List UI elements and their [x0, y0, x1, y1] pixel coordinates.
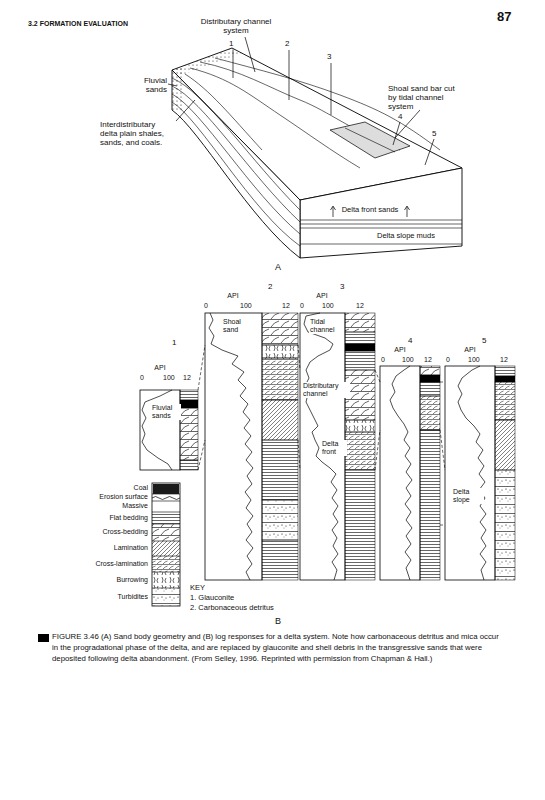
label: 0	[204, 302, 208, 310]
label: 2	[268, 282, 272, 291]
label: API	[394, 346, 405, 354]
legend-swatch	[153, 484, 179, 494]
label: Fluvial sands	[151, 404, 181, 420]
label: Delta slope muds	[376, 232, 436, 241]
label: 100	[163, 374, 175, 382]
label: API	[464, 346, 475, 354]
label: Fluvial sands	[127, 76, 167, 94]
label: 87	[497, 10, 511, 25]
legend-label: Turbidites	[118, 593, 148, 601]
legend-label: Burrowing	[116, 576, 148, 584]
label: 5	[432, 129, 436, 138]
label: 0	[300, 302, 304, 310]
label: 0	[446, 356, 450, 364]
label: Distributary channel system	[200, 17, 272, 35]
label: 4	[408, 336, 412, 345]
label: 4	[398, 112, 402, 121]
label: API	[227, 292, 238, 300]
legend-label: Flat bedding	[109, 514, 148, 522]
label: Distributary channel	[302, 382, 350, 398]
label: Shoal sand	[222, 318, 256, 334]
legend-label: Coal	[134, 484, 148, 492]
label: API	[316, 292, 327, 300]
label: 12	[500, 356, 508, 364]
label: 3.2 FORMATION EVALUATION	[28, 20, 128, 28]
label: 2. Carbonaceous detritus	[190, 604, 274, 613]
legend-label: Erosion surface	[99, 493, 148, 501]
label: 1. Glauconite	[190, 594, 234, 603]
label: 12	[282, 302, 290, 310]
label: 12	[183, 374, 191, 382]
label: Shoal sand bar cut by tidal channel syst…	[388, 84, 464, 112]
label: KEY	[190, 584, 205, 593]
label: Interdistributary delta plain shales, sa…	[100, 120, 174, 148]
figure-caption: FIGURE 3.46 (A) Sand body geometry and (…	[52, 632, 505, 665]
label: Delta front	[321, 440, 347, 456]
label: 3	[327, 52, 331, 61]
label: Delta front sands	[341, 206, 400, 215]
label: 0	[381, 356, 385, 364]
label: 100	[322, 302, 334, 310]
legend-label: Cross-bedding	[102, 528, 148, 536]
label: 1	[229, 39, 233, 48]
label: 5	[482, 336, 486, 345]
label: 12	[424, 356, 432, 364]
label: A	[275, 262, 281, 272]
label: 3	[340, 282, 344, 291]
label: 100	[402, 356, 414, 364]
label: Delta slope	[452, 488, 484, 504]
label: B	[275, 616, 281, 626]
label: 100	[468, 356, 480, 364]
label: 12	[356, 302, 364, 310]
legend-label: Massive	[122, 502, 148, 510]
label: 100	[240, 302, 252, 310]
label: 0	[140, 374, 144, 382]
legend-label: Cross-lamination	[95, 560, 148, 568]
label: API	[154, 364, 165, 372]
legend-label: Lamination	[114, 544, 148, 552]
label: 2	[285, 39, 289, 48]
legend-swatch	[153, 502, 179, 511]
label: 1	[172, 338, 176, 347]
label: Tidal channel	[309, 318, 343, 334]
